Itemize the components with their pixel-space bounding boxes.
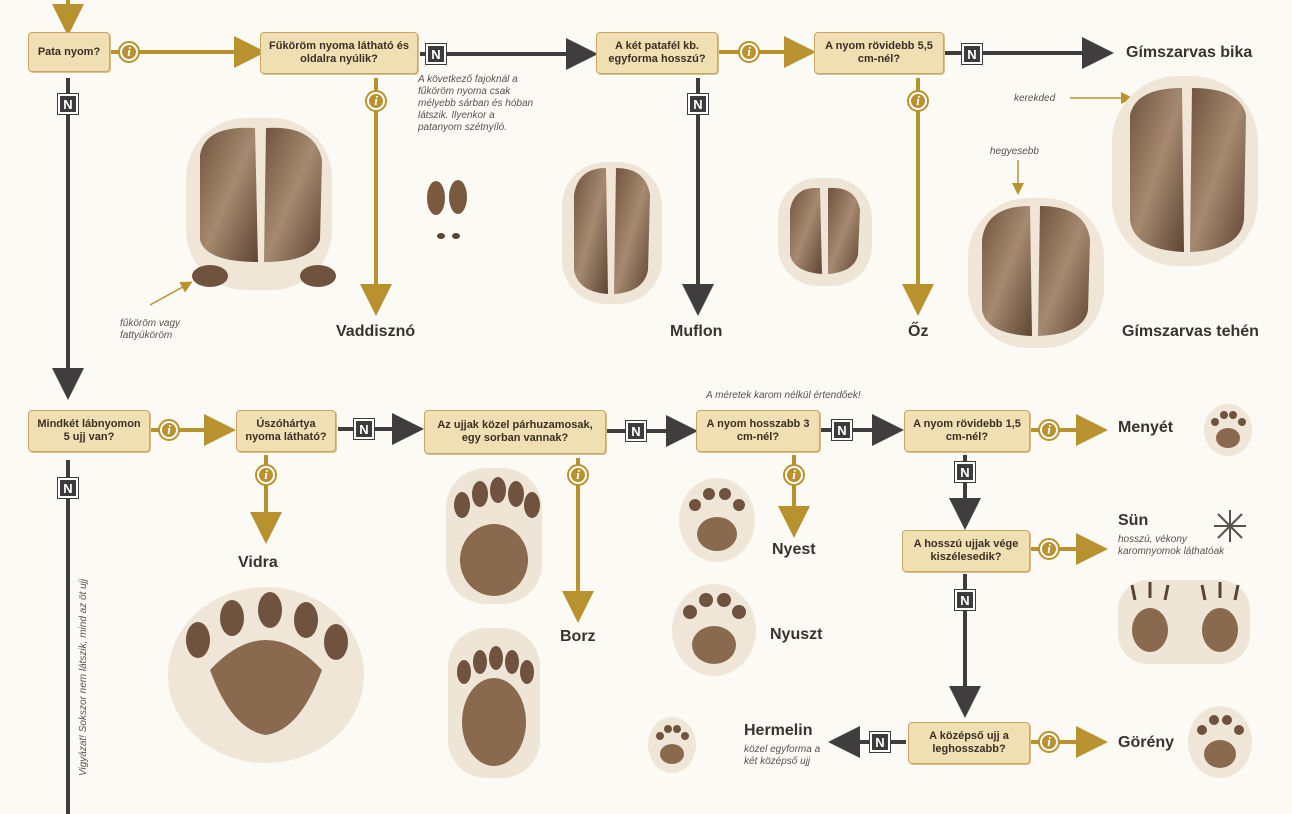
track-oz (778, 178, 872, 286)
no-badge: N (626, 421, 646, 441)
note-fukorom: fűköröm vagy fattyúköröm (120, 318, 230, 342)
yes-badge: i (257, 466, 275, 484)
track-hermelin (648, 717, 696, 773)
yes-badge: i (569, 466, 587, 484)
result-hermelin: Hermelin (744, 722, 812, 740)
result-vidra: Vidra (238, 554, 278, 572)
note-kerekded: kerekded (1014, 93, 1055, 105)
question-hosszabb-3: A nyom hosszabb 3 cm-nél? (696, 410, 820, 452)
question-pata-nyom: Pata nyom? (28, 32, 110, 72)
track-nyuszt (672, 584, 756, 676)
question-5-ujj: Mindkét lábnyomon 5 ujj van? (28, 410, 150, 452)
question-rovidebb-15: A nyom rövidebb 1,5 cm-nél? (904, 410, 1030, 452)
note-meretek: A méretek karom nélkül értendőek! (706, 390, 861, 402)
track-menyet (1204, 404, 1252, 456)
question-fukorom: Fűköröm nyoma látható és oldalra nyúlik? (260, 32, 418, 74)
question-uszohartya: Úszóhártya nyoma látható? (236, 410, 336, 452)
no-badge: N (688, 94, 708, 114)
no-badge: N (832, 420, 852, 440)
result-muflon: Muflon (670, 323, 722, 341)
note-sun: hosszú, vékony karomnyomok láthatóak (1118, 534, 1238, 558)
question-patafel: A két patafél kb. egyforma hosszú? (596, 32, 718, 74)
result-sun: Sün (1118, 512, 1148, 530)
track-borz-front (446, 468, 542, 604)
result-gimszarvas-tehen: Gímszarvas tehén (1122, 323, 1259, 341)
yes-badge: i (1040, 421, 1058, 439)
track-small-hoof (427, 180, 467, 239)
no-badge: N (870, 732, 890, 752)
track-borz-hind (448, 628, 540, 778)
note-hermelin: közel egyforma a két középső ujj (744, 744, 824, 768)
no-badge: N (354, 419, 374, 439)
result-nyuszt: Nyuszt (770, 626, 822, 644)
question-rovidebb-55: A nyom rövidebb 5,5 cm-nél? (814, 32, 944, 74)
note-vigyazat: Vigyázat! Sokszor nem látszik, mind az ö… (78, 536, 90, 776)
note-hegyesebb: hegyesebb (990, 146, 1039, 158)
result-oz: Őz (908, 323, 928, 341)
no-badge: N (955, 590, 975, 610)
question-ujjak-kiszelesedik: A hosszú ujjak vége kiszélesedik? (902, 530, 1030, 572)
result-nyest: Nyest (772, 541, 816, 559)
note-fajok: A következő fajoknál a fűköröm nyoma csa… (418, 74, 536, 134)
question-kozepso-ujj: A középső ujj a leghosszabb? (908, 722, 1030, 764)
track-vidra (168, 587, 364, 763)
result-goreny: Görény (1118, 734, 1174, 752)
result-borz: Borz (560, 628, 596, 646)
question-ujjak-parhuzamos: Az ujjak közel párhuzamosak, egy sorban … (424, 410, 606, 454)
result-gimszarvas-bika: Gímszarvas bika (1126, 44, 1252, 62)
track-nyest (679, 478, 755, 562)
track-gimszarvas-tehen (968, 198, 1104, 348)
no-badge: N (426, 44, 446, 64)
result-menyet: Menyét (1118, 419, 1173, 437)
result-vaddiszno: Vaddisznó (336, 323, 415, 341)
no-badge: N (962, 44, 982, 64)
yes-badge: i (120, 43, 138, 61)
yes-badge: i (1040, 540, 1058, 558)
no-badge: N (955, 462, 975, 482)
yes-badge: i (160, 421, 178, 439)
track-goreny (1188, 706, 1252, 778)
pointer-fukorom (150, 283, 190, 305)
yes-badge: i (1040, 733, 1058, 751)
yes-badge: i (367, 92, 385, 110)
no-badge: N (58, 478, 78, 498)
track-vaddiszno (186, 118, 336, 290)
yes-badge: i (909, 92, 927, 110)
yes-badge: i (785, 466, 803, 484)
track-gimszarvas-bika (1112, 76, 1258, 266)
yes-badge: i (740, 43, 758, 61)
track-sun (1118, 580, 1250, 664)
track-muflon (562, 162, 662, 304)
no-badge: N (58, 94, 78, 114)
